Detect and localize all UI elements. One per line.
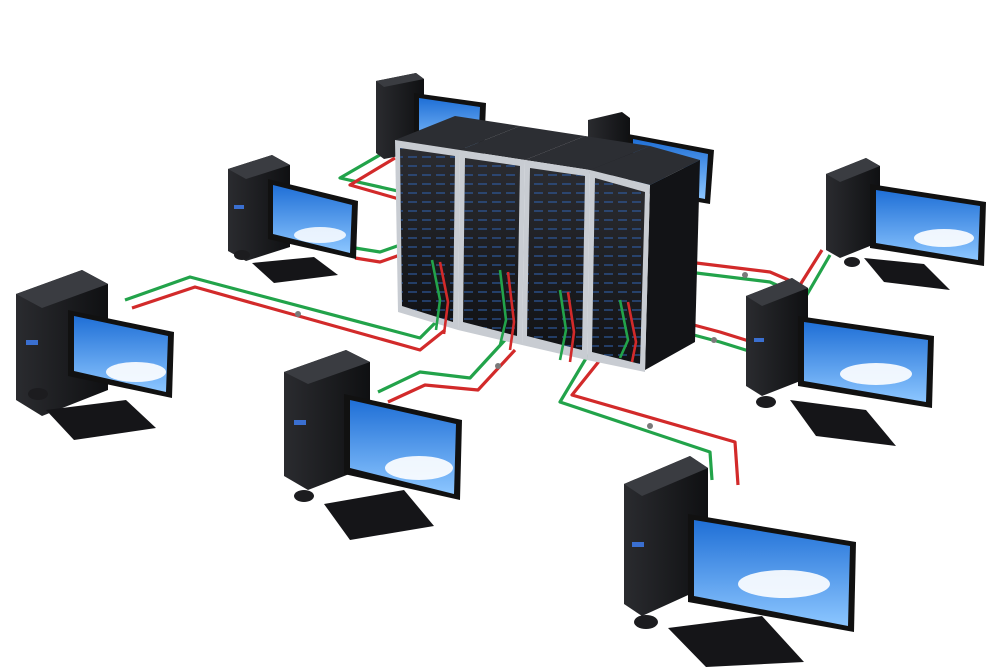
cable-red xyxy=(387,348,517,404)
server-racks xyxy=(395,116,700,372)
server-rack xyxy=(522,160,590,360)
tower xyxy=(624,456,708,616)
server-rack xyxy=(395,140,460,330)
mouse xyxy=(294,490,314,502)
rack-top xyxy=(525,136,650,170)
workstation xyxy=(746,278,934,446)
cable-green xyxy=(377,338,507,394)
keyboard xyxy=(790,400,896,446)
mouse xyxy=(28,388,48,400)
cable-red xyxy=(687,249,824,287)
keyboard xyxy=(252,257,338,283)
keyboard xyxy=(864,258,950,290)
workstation xyxy=(228,155,358,283)
rack-side xyxy=(645,160,700,370)
workstation xyxy=(284,350,462,540)
monitor-screen xyxy=(350,400,456,494)
keyboard xyxy=(46,400,156,440)
rack-top xyxy=(395,116,520,150)
rack-top xyxy=(590,146,700,185)
cable-green xyxy=(124,275,442,340)
cable-red xyxy=(570,359,740,486)
server-rack xyxy=(587,170,650,372)
workstation xyxy=(16,270,174,440)
cable-red xyxy=(131,285,446,352)
cable-green xyxy=(338,150,421,198)
keyboard xyxy=(324,490,434,540)
cable-arrows xyxy=(295,272,748,429)
mouse xyxy=(634,615,658,629)
mouse xyxy=(756,396,776,408)
keyboard xyxy=(668,616,804,667)
tower xyxy=(826,158,880,258)
mouse xyxy=(234,250,250,260)
workstation xyxy=(624,456,856,667)
tower xyxy=(746,278,808,396)
cable-green xyxy=(558,354,714,481)
workstation xyxy=(826,158,986,290)
rack-top xyxy=(460,126,585,160)
server-rack xyxy=(458,150,525,345)
mouse xyxy=(844,257,860,267)
